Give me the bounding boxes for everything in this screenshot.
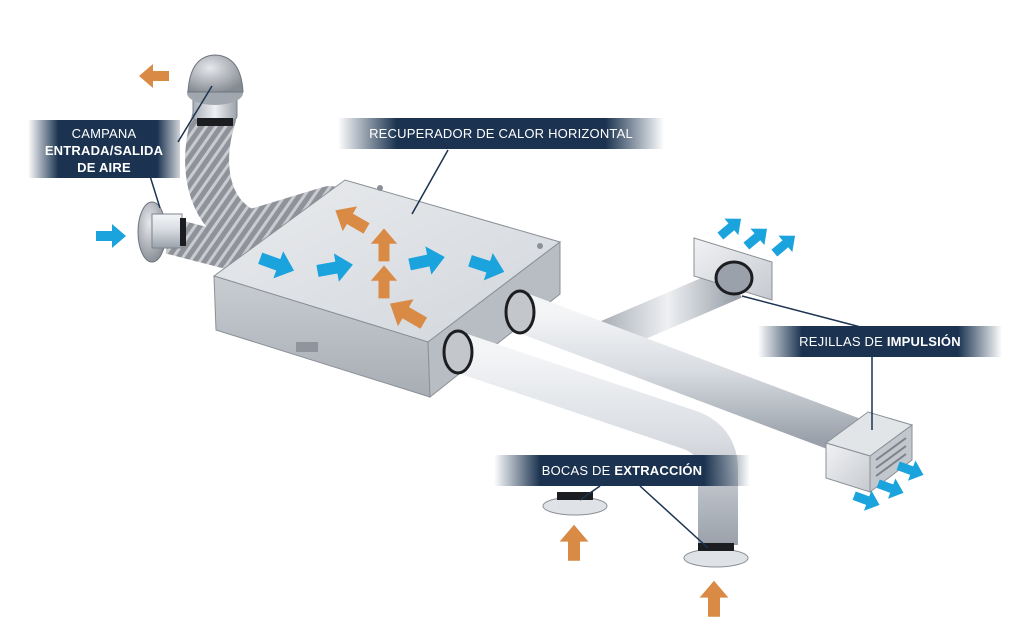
arrow-upper-grille-2: [743, 228, 768, 250]
arrow-right-grille-1: [896, 460, 924, 481]
arrow-box-fresh-3: [408, 246, 445, 275]
arrow-box-stale-2: [370, 228, 398, 262]
arrow-box-fresh-1: [258, 251, 295, 279]
label-recuperador-text: RECUPERADOR DE CALOR HORIZONTAL: [369, 126, 633, 141]
label-rejillas-normal: REJILLAS DE: [799, 334, 887, 349]
right-grille: [824, 411, 914, 494]
leader-line-bocas-right: [639, 485, 709, 549]
arrow-extract-left: [559, 524, 589, 561]
arrow-box-stale-4: [389, 299, 428, 329]
arrow-box-stale-3: [370, 265, 398, 299]
rigid-duct-main: [512, 293, 868, 459]
leader-line-recuperador: [411, 149, 449, 215]
upper-grille: [693, 237, 773, 301]
airflow-arrows: [96, 64, 924, 617]
leader-line-bocas-left: [579, 485, 601, 501]
flexible-duct-upper: [185, 96, 352, 256]
arrow-extract-right: [699, 580, 729, 617]
label-recuperador: RECUPERADOR DE CALOR HORIZONTAL: [338, 118, 664, 149]
label-campana-line3: DE AIRE: [77, 160, 131, 175]
leader-lines: [149, 85, 873, 549]
label-bocas-bold: EXTRACCIÓN: [614, 463, 703, 478]
arrow-upper-grille-1: [717, 218, 742, 240]
dome-hood: [187, 54, 244, 126]
label-rejillas-bold: IMPULSIÓN: [886, 334, 961, 349]
arrow-fresh-in: [96, 224, 126, 248]
label-bocas: BOCAS DE EXTRACCIÓN: [494, 455, 750, 486]
arrow-right-grille-3: [852, 490, 880, 511]
leader-line-campana-top: [177, 85, 213, 143]
inlet-hood: [137, 201, 186, 263]
arrow-box-stale-1: [335, 206, 370, 234]
arrow-box-fresh-4: [468, 253, 505, 281]
arrow-upper-grille-3: [771, 235, 796, 257]
label-campana-line2: ENTRADA/SALIDA: [44, 143, 164, 158]
label-rejillas: REJILLAS DE IMPULSIÓN: [758, 326, 1002, 357]
arrow-box-fresh-2: [316, 253, 353, 282]
extraction-vent-left: [542, 492, 608, 516]
label-campana: CAMPANA ENTRADA/SALIDA DE AIRE: [28, 120, 180, 178]
label-bocas-normal: BOCAS DE: [541, 463, 615, 478]
arrow-exhaust-out: [139, 64, 169, 88]
label-campana-line1: CAMPANA: [71, 126, 137, 141]
leader-line-campana-bottom: [149, 175, 161, 209]
extraction-vent-right: [683, 543, 749, 568]
arrow-right-grille-2: [876, 478, 904, 499]
